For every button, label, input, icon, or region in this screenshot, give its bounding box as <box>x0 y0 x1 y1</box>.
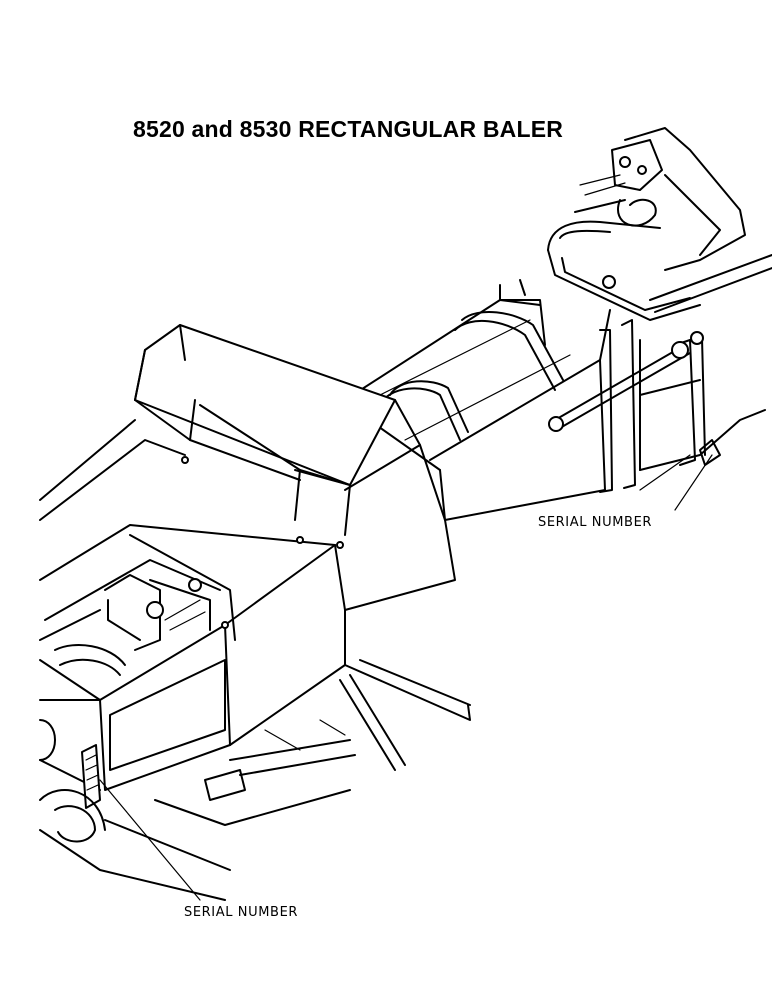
serial-number-leaders <box>99 454 713 901</box>
hitch-drawbar <box>547 220 772 321</box>
serial-number-plate <box>81 744 101 809</box>
serial-number-label-lower: SERIAL NUMBER <box>184 905 299 920</box>
baler-body <box>39 419 456 791</box>
knotter-cover <box>134 324 421 536</box>
hydraulic-valve-assembly <box>574 127 746 271</box>
chassis-undercarriage <box>39 659 471 901</box>
diagram-title: 8520 and 8530 RECTANGULAR BALER <box>133 116 564 142</box>
serial-number-label-upper: SERIAL NUMBER <box>538 515 653 530</box>
frame-uprights <box>548 319 766 493</box>
